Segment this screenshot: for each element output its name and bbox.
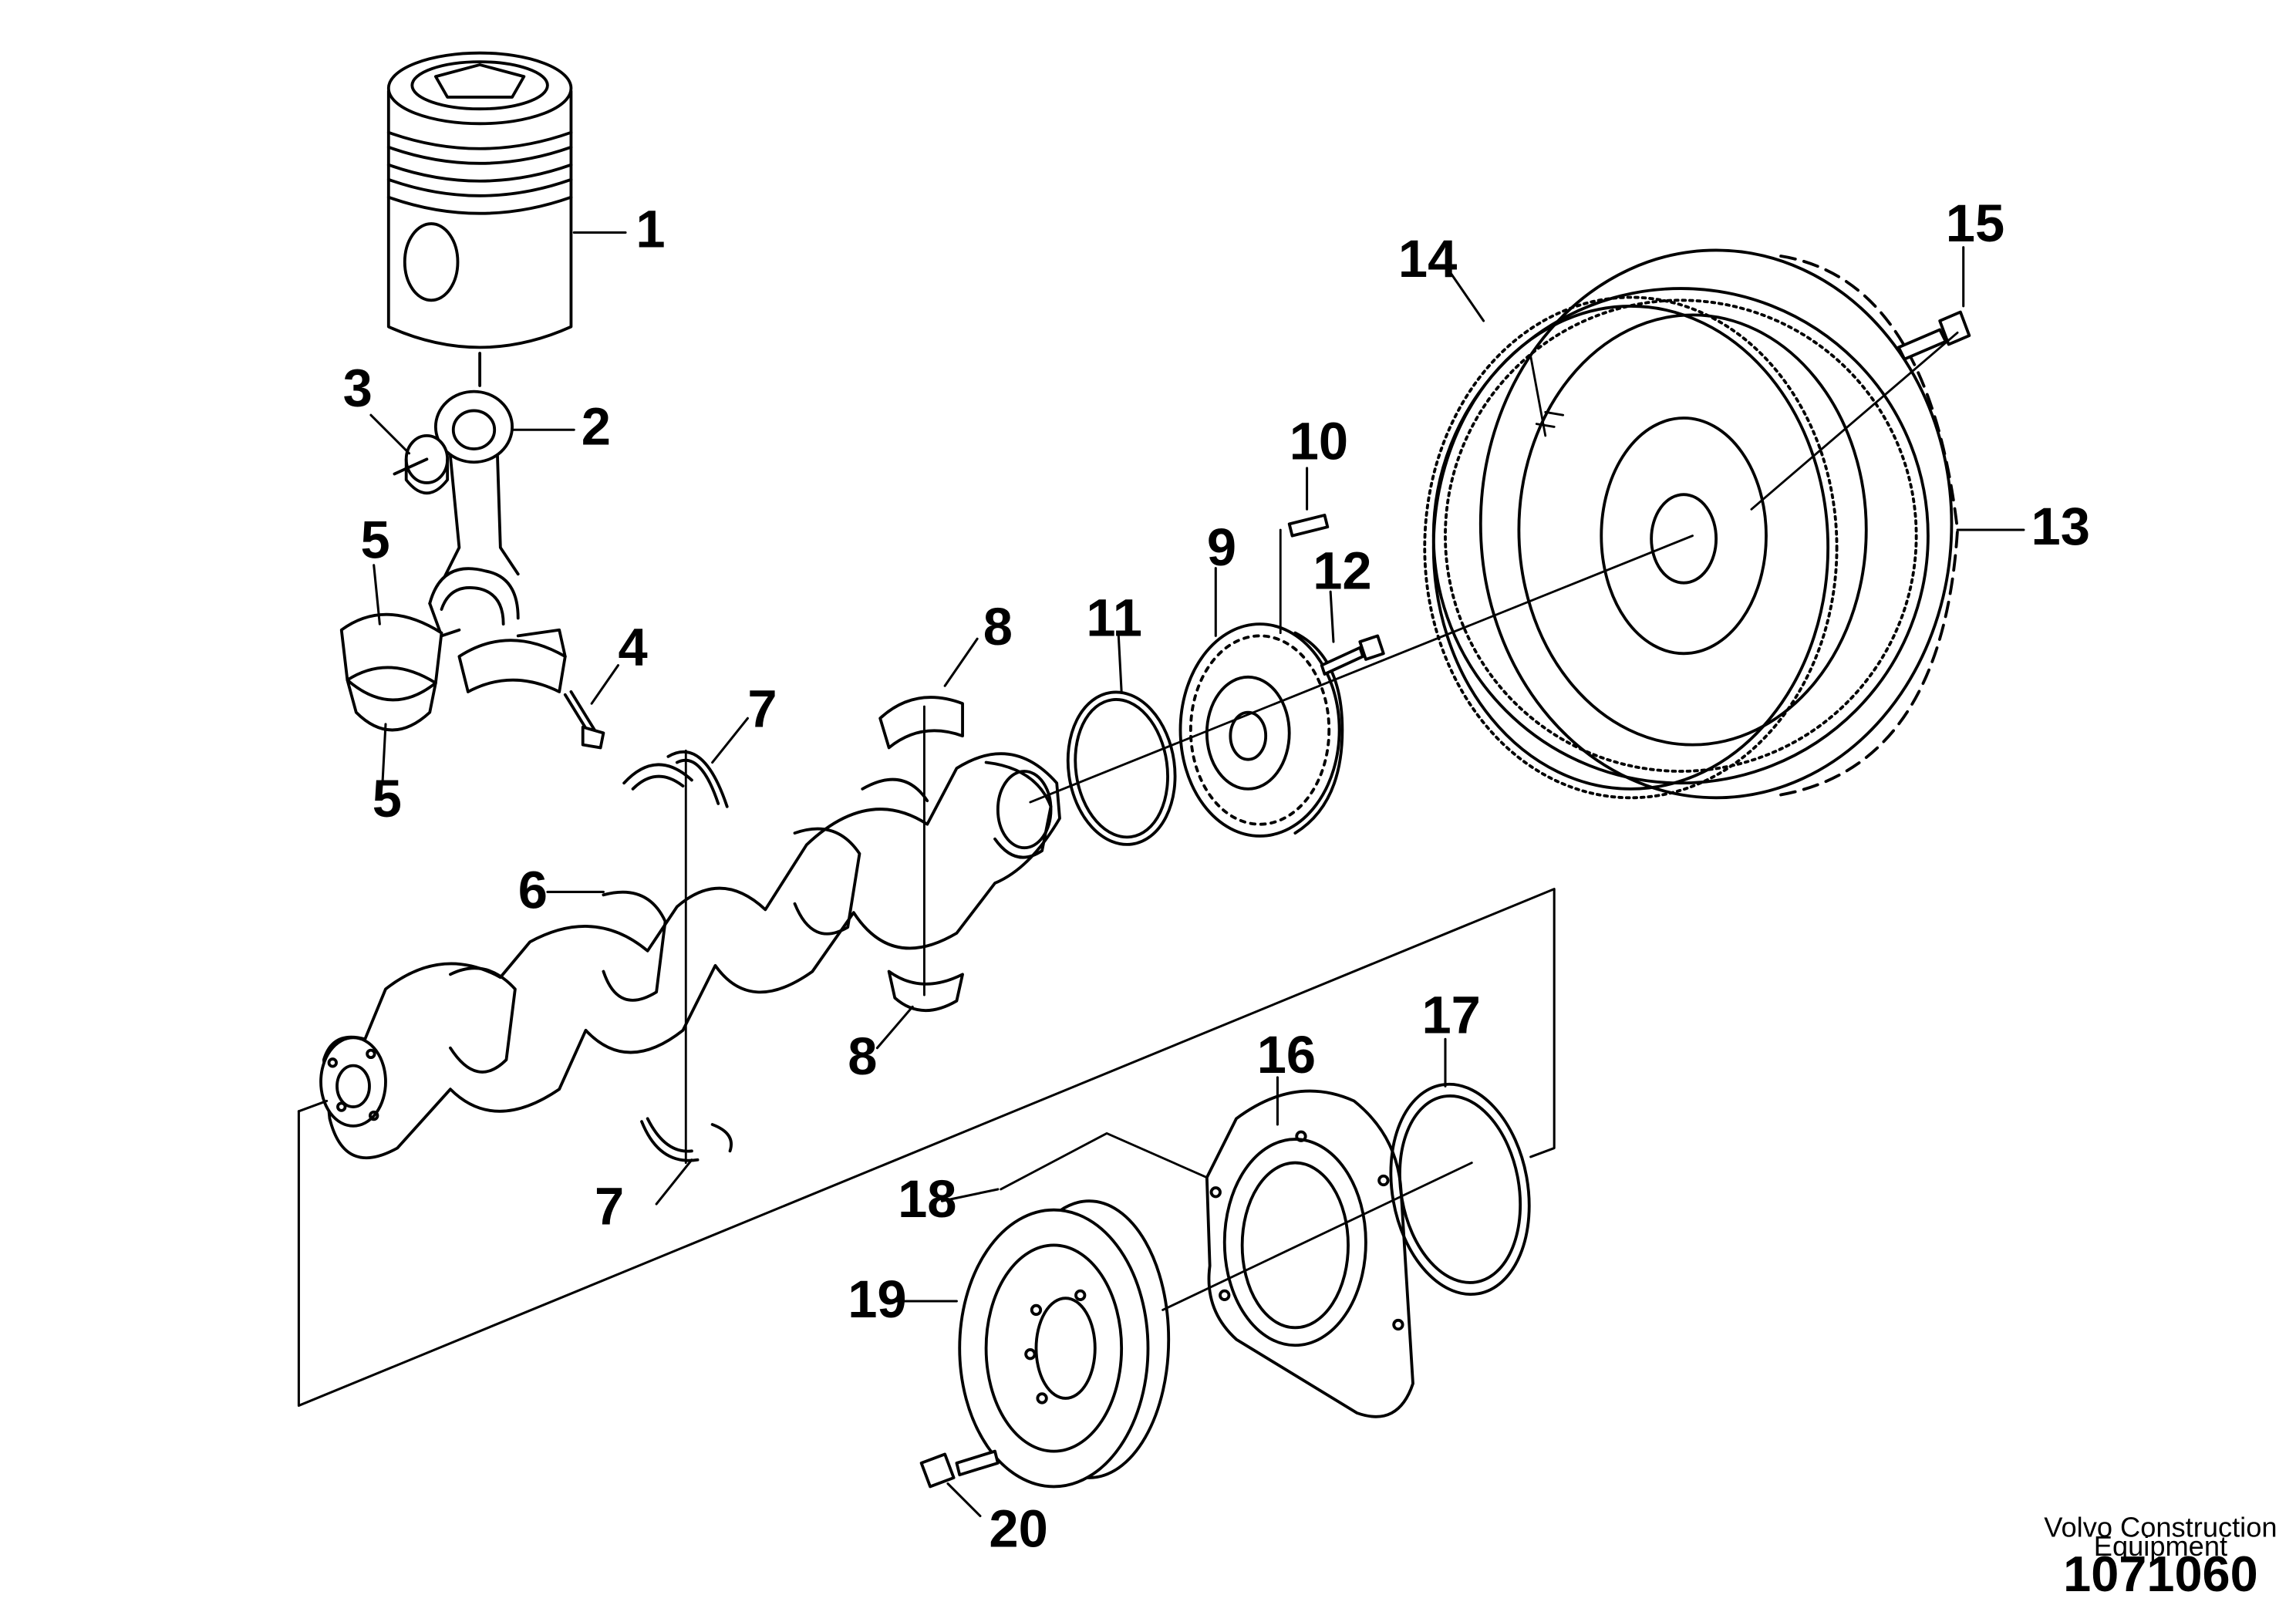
pulley-part [958, 1199, 1171, 1489]
callout-16: 16 [1257, 1025, 1316, 1084]
gear-part [1178, 622, 1344, 838]
piston-part [386, 51, 573, 387]
axis-centerline [1000, 331, 1959, 1311]
ring-gear-part [1423, 295, 1839, 800]
crankshaft-part [319, 752, 1061, 1160]
callout-labels: 1 2 3 4 5 5 6 7 7 8 8 9 10 11 12 13 14 1… [343, 194, 2090, 1559]
drawing-number: 1071060 [2063, 1546, 2258, 1602]
pulley-bolt-part [919, 1449, 1000, 1489]
callout-14: 14 [1398, 229, 1457, 288]
callout-8b: 8 [848, 1027, 877, 1086]
callout-17: 17 [1421, 986, 1480, 1045]
callout-9: 9 [1207, 518, 1236, 577]
gear-bolt-part [1320, 634, 1385, 676]
pin-part [1279, 514, 1330, 635]
seal-inner [1398, 1094, 1522, 1284]
seal-housing-part [1205, 1089, 1414, 1418]
company-name-line1: Volvo Construction [2044, 1511, 2277, 1543]
callout-5b: 5 [373, 769, 402, 828]
callout-6: 6 [518, 860, 548, 919]
callout-13: 13 [2031, 497, 2090, 556]
callout-19: 19 [848, 1270, 906, 1329]
callout-12: 12 [1313, 541, 1371, 600]
callout-7b: 7 [595, 1177, 624, 1236]
leader-lines [369, 231, 2025, 1518]
footer: Volvo Construction Equipment 1071060 [2044, 1511, 2277, 1602]
assembly-frame [297, 888, 1556, 1407]
callout-3: 3 [343, 359, 373, 418]
flywheel-part [1431, 248, 1959, 800]
rod-bolt-part [563, 690, 605, 750]
callout-11: 11 [1086, 588, 1142, 647]
main-bearing-shells-part [878, 696, 964, 1012]
o-ring-inner [1074, 698, 1169, 839]
callout-15: 15 [1946, 194, 2004, 253]
callout-8a: 8 [983, 597, 1013, 656]
callout-4: 4 [618, 618, 647, 677]
callout-1: 1 [636, 200, 665, 259]
callout-2: 2 [582, 396, 611, 456]
callout-20: 20 [989, 1499, 1047, 1559]
bushing-part [393, 433, 450, 494]
callout-10: 10 [1290, 411, 1348, 470]
callout-5a: 5 [361, 510, 390, 569]
callout-7a: 7 [747, 679, 777, 739]
bearing-shells-part [339, 612, 567, 732]
connecting-rod-part [428, 389, 520, 638]
callout-18: 18 [898, 1169, 956, 1229]
o-ring-part [1066, 690, 1177, 846]
company-name-line2: Equipment [2094, 1530, 2227, 1562]
